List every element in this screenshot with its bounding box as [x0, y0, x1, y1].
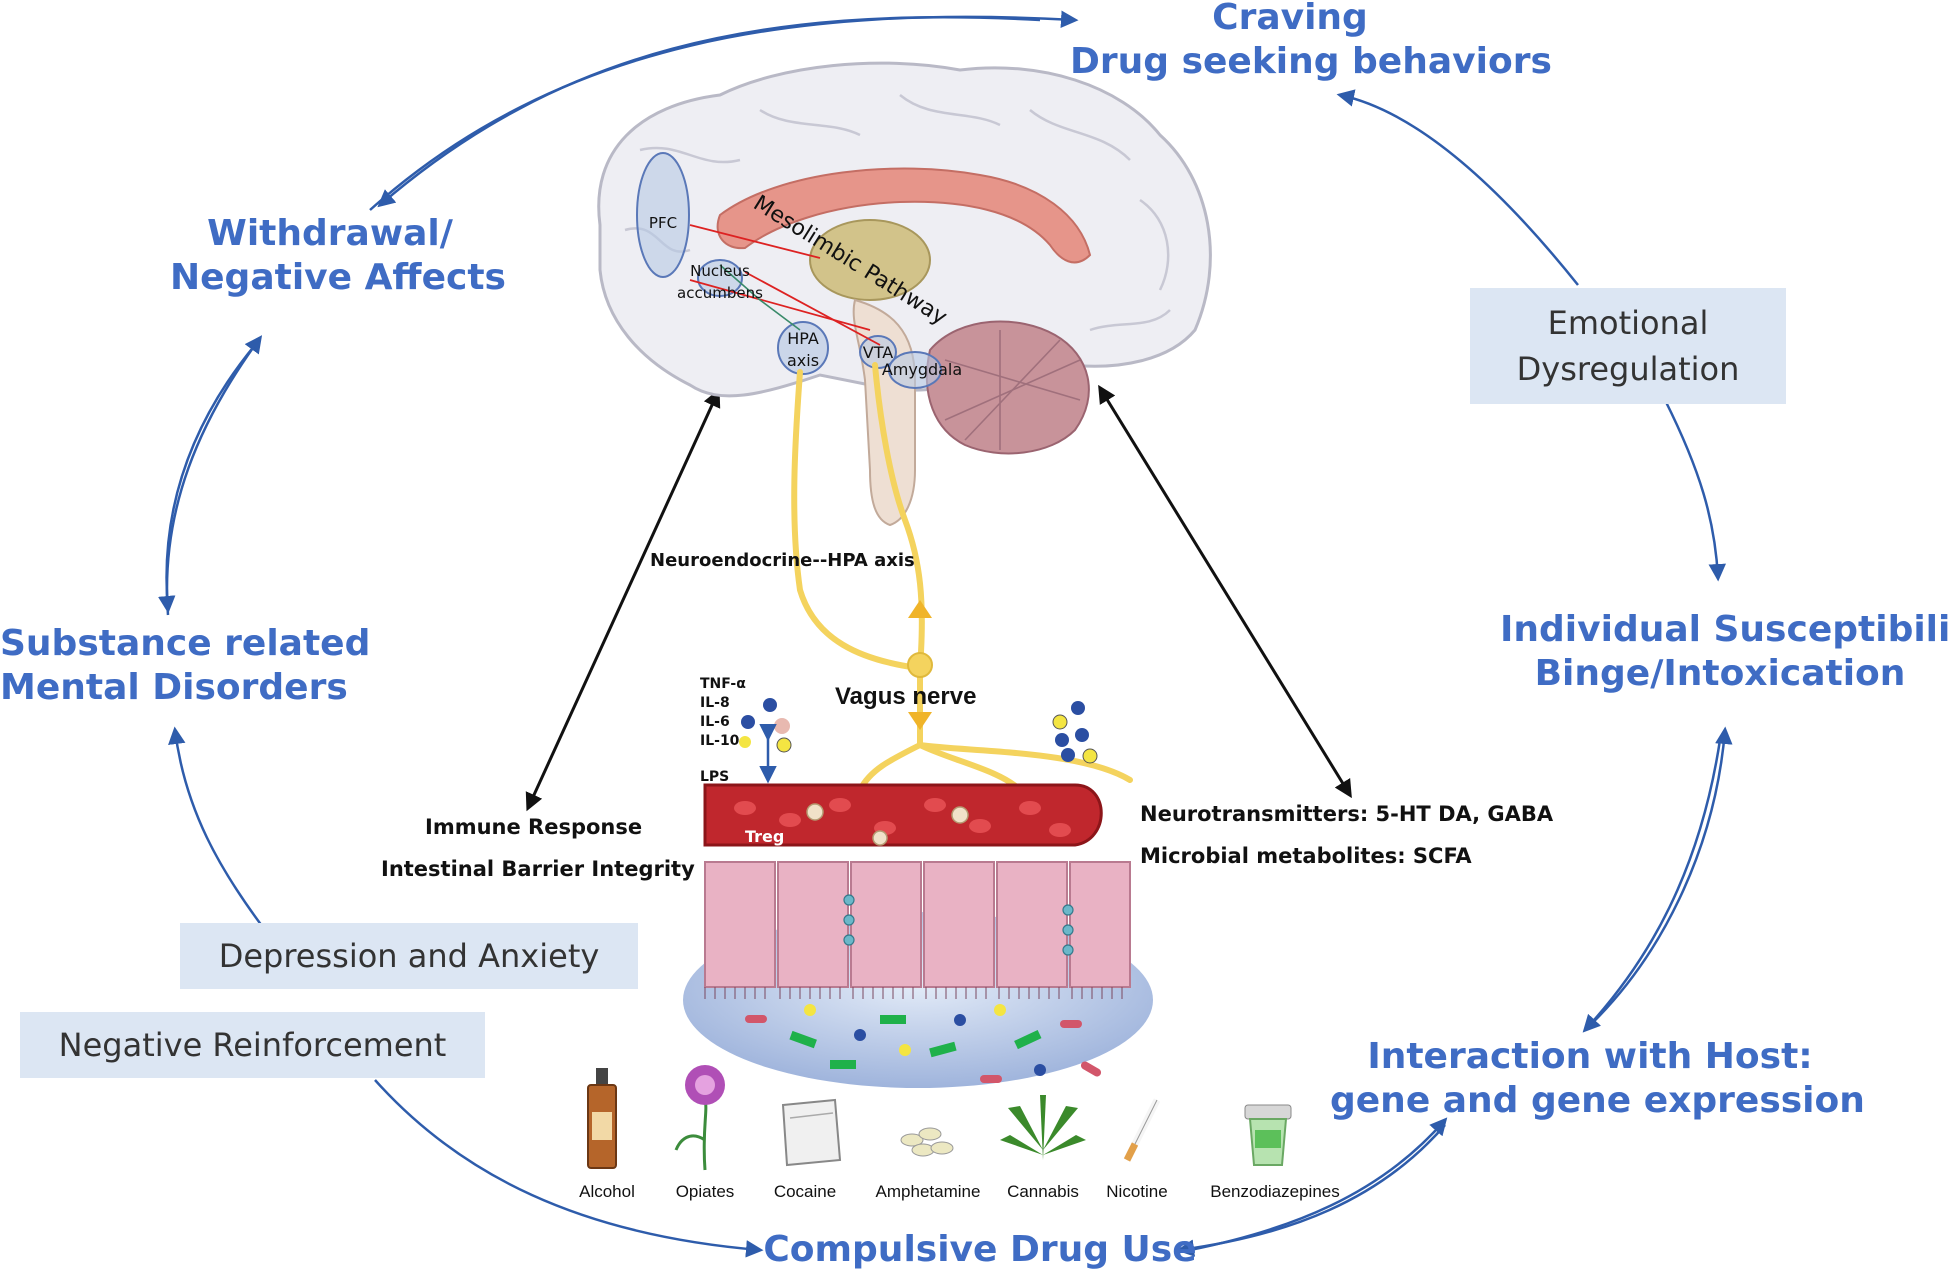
emotional-dysregulation-box: Emotional Dysregulation: [1470, 288, 1786, 404]
brain-illustration: [597, 61, 1212, 527]
opiates-icon: [674, 1065, 725, 1171]
cannabis-icon: [1000, 1095, 1086, 1160]
withdrawal-label: Withdrawal/ Negative Affects: [170, 212, 506, 300]
label-tnf: TNF-α: [700, 676, 746, 692]
amphetamine-icon: [900, 1127, 954, 1157]
gut-labels: TNF-α IL-8 IL-6 IL-10 LPS Treg: [700, 676, 784, 846]
neurotransmitters-label: Neurotransmitters: 5-HT DA, GABA: [1140, 802, 1554, 826]
drug-label-alcohol: Alcohol: [579, 1182, 635, 1201]
substance-text: Substance related: [0, 623, 371, 664]
drug-icons: [587, 1065, 1292, 1171]
interaction-label: Interaction with Host: gene and gene exp…: [1330, 1035, 1865, 1123]
label-nucleus: Nucleus: [690, 262, 750, 280]
arrow-emotional-to-susceptibility: [1663, 399, 1727, 582]
label-axis: axis: [787, 351, 819, 370]
emotional-text: Emotional: [1547, 303, 1709, 342]
label-il10: IL-10: [700, 733, 740, 749]
arrow-depression-to-substance: [168, 726, 267, 931]
vagus-nerve-label: Vagus nerve: [835, 683, 977, 710]
label-il6: IL-6: [700, 714, 730, 730]
gut-illustration: [683, 698, 1153, 1088]
immune-response-label: Immune Response: [425, 815, 643, 839]
gut-microbes: [745, 1004, 1102, 1083]
craving-label: Craving Drug seeking behaviors: [1070, 0, 1552, 84]
thalamus: [809, 219, 931, 301]
black-double-arrows: [525, 384, 1352, 812]
blood-vessel: [703, 783, 1103, 847]
label-pfc: PFC: [649, 214, 677, 232]
substance-label: Substance related Mental Disorders: [0, 622, 371, 710]
label-vta: VTA: [863, 343, 893, 362]
corpus-callosum: [716, 167, 1092, 264]
neuroendocrine-label: Neuroendocrine--HPA axis: [650, 550, 915, 571]
barrier-integrity-label: Intestinal Barrier Integrity: [381, 857, 695, 881]
drug-label-cannabis: Cannabis: [1007, 1182, 1079, 1201]
nucleus-accumbens-region: [697, 259, 743, 297]
drug-seeking-text: Drug seeking behaviors: [1070, 40, 1552, 82]
drug-label-opiates: Opiates: [675, 1182, 735, 1201]
metabolites-label: Microbial metabolites: SCFA: [1140, 844, 1472, 868]
depression-text: Depression and Anxiety: [218, 936, 600, 975]
label-accumbens: accumbens: [677, 284, 763, 302]
depression-anxiety-box: Depression and Anxiety: [180, 923, 638, 989]
nicotine-icon: [1123, 1098, 1161, 1162]
arrow-brain-immune: [525, 388, 721, 812]
arrow-top-to-withdrawal: [377, 16, 1041, 208]
arrow-binge-to-interaction: [1582, 739, 1722, 1033]
pfc-region: [636, 152, 690, 278]
dysregulation-text: Dysregulation: [1516, 350, 1740, 388]
susceptibility-label: Individual Susceptibility Binge/Intoxica…: [1500, 608, 1950, 696]
amygdala-region: [888, 351, 942, 389]
withdrawal-text: Withdrawal/: [207, 213, 453, 254]
cycle-arrows: [158, 10, 1733, 1258]
negative-reinforcement-box: Negative Reinforcement: [20, 1012, 485, 1078]
cytokine-dots: [739, 698, 792, 753]
arrow-withdrawal-to-substance: [158, 344, 256, 614]
label-lps: LPS: [700, 769, 729, 785]
susceptibility-text: Individual Susceptibility: [1500, 609, 1950, 650]
arrow-brain-neurotransmitters: [1098, 384, 1352, 799]
gene-expression-text: gene and gene expression: [1330, 1079, 1865, 1121]
neurotransmitter-dots: [1052, 701, 1098, 764]
drug-label-amphetamine: Amphetamine: [875, 1182, 981, 1201]
label-hpa: HPA: [787, 329, 819, 348]
mental-disorders-text: Mental Disorders: [0, 666, 348, 708]
label-amygdala: Amygdala: [882, 360, 962, 379]
arrow-reinforcement-to-compulsive: [374, 1079, 764, 1258]
cocaine-icon: [781, 1098, 842, 1167]
label-treg: Treg: [745, 827, 784, 846]
arrow-emotional-to-craving: [1336, 89, 1579, 286]
hpa-region: [777, 321, 829, 375]
negative-affects-text: Negative Affects: [170, 256, 506, 298]
vagus-node: [907, 600, 933, 730]
benzodiazepines-icon: [1244, 1104, 1292, 1166]
drug-label-benzodiazepines: Benzodiazepines: [1210, 1182, 1340, 1201]
arrow-interaction-to-binge: [1584, 726, 1733, 1031]
cerebellum: [925, 320, 1090, 455]
arrow-compulsive-to-interaction: [1189, 1117, 1448, 1252]
label-il8: IL-8: [700, 695, 730, 711]
hpa-nerve: [791, 369, 921, 671]
compulsive-text: Compulsive Drug Use: [763, 1229, 1197, 1270]
interaction-text: Interaction with Host:: [1367, 1036, 1813, 1077]
alcohol-icon: [587, 1068, 617, 1169]
intestinal-villi: [704, 861, 1131, 988]
craving-text: Craving: [1212, 0, 1368, 38]
drug-label-cocaine: Cocaine: [773, 1182, 837, 1201]
binge-text: Binge/Intoxication: [1534, 652, 1906, 694]
compulsive-label: Compulsive Drug Use: [760, 1228, 1200, 1272]
drug-label-nicotine: Nicotine: [1106, 1182, 1168, 1201]
negative-reinforcement-text: Negative Reinforcement: [58, 1025, 447, 1064]
